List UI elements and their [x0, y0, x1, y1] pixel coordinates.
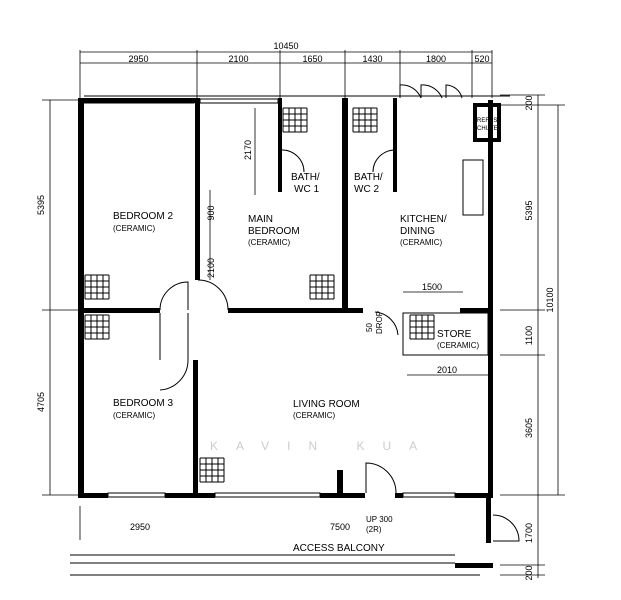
dimension-label: 1700	[524, 523, 534, 543]
dimension-label: 7500	[330, 522, 350, 532]
dimension-label: 2100	[206, 258, 216, 278]
dimension-label: 900	[206, 205, 216, 220]
room-living: LIVING ROOM	[293, 399, 360, 410]
room-bath-2: BATH/	[354, 172, 383, 183]
dimension-label: 2950	[128, 54, 148, 64]
dimension-label: 520	[474, 54, 489, 64]
dimension-label: 3605	[524, 418, 534, 438]
dimension-label: 200	[524, 565, 534, 580]
room-access-balcony: ACCESS BALCONY	[293, 543, 385, 554]
dimension-lines	[42, 50, 565, 578]
room-bedroom-2-finish: (CERAMIC)	[113, 224, 156, 233]
floor-traps	[84, 107, 435, 483]
dimension-label: 4705	[36, 392, 46, 412]
refuse-chute-2: CHUTE	[477, 126, 498, 132]
room-bath-1b: WC 1	[294, 184, 319, 195]
dimension-label: 5395	[524, 200, 534, 220]
dimension-label: 1100	[524, 326, 534, 345]
dimension-label: 1800	[426, 54, 446, 64]
dimension-label: 2010	[437, 365, 457, 375]
room-kitchen-finish: (CERAMIC)	[400, 238, 443, 247]
refuse-chute: REFUSE	[477, 118, 501, 124]
room-bath-1: BATH/	[291, 172, 320, 183]
room-main-bedroom-finish: (CERAMIC)	[248, 238, 291, 247]
dimension-label: 2170	[243, 140, 253, 160]
room-store: STORE	[437, 329, 472, 340]
step-label: UP 300	[366, 515, 393, 524]
room-bedroom-3-finish: (CERAMIC)	[113, 411, 156, 420]
dimension-label: 1650	[302, 54, 322, 64]
room-bedroom-2: BEDROOM 2	[113, 211, 173, 222]
room-bath-2b: WC 2	[354, 184, 379, 195]
room-store-finish: (CERAMIC)	[437, 341, 480, 350]
dimension-label: 2950	[130, 522, 150, 532]
room-living-finish: (CERAMIC)	[293, 411, 336, 420]
room-main-bedroom-2: BEDROOM	[248, 226, 300, 237]
room-bedroom-3: BEDROOM 3	[113, 398, 173, 409]
dimension-label: 2100	[228, 54, 248, 64]
drop-label: DROP	[375, 311, 384, 334]
dimension-label: 5395	[36, 195, 46, 215]
drop-value: 50	[365, 323, 374, 332]
room-kitchen: KITCHEN/	[400, 214, 447, 225]
walls	[78, 98, 501, 568]
dimension-label: 10450	[273, 41, 298, 51]
dimension-label: 1500	[422, 282, 442, 292]
room-main-bedroom: MAIN	[248, 214, 273, 225]
watermark: KAVIN KUA	[210, 439, 435, 453]
step-label-2: (2R)	[366, 525, 382, 534]
room-kitchen-2: DINING	[400, 226, 435, 237]
windows	[70, 95, 510, 576]
dimension-label: 1430	[362, 54, 382, 64]
dimension-label: 200	[524, 95, 534, 110]
dimension-label: 10100	[545, 287, 555, 312]
